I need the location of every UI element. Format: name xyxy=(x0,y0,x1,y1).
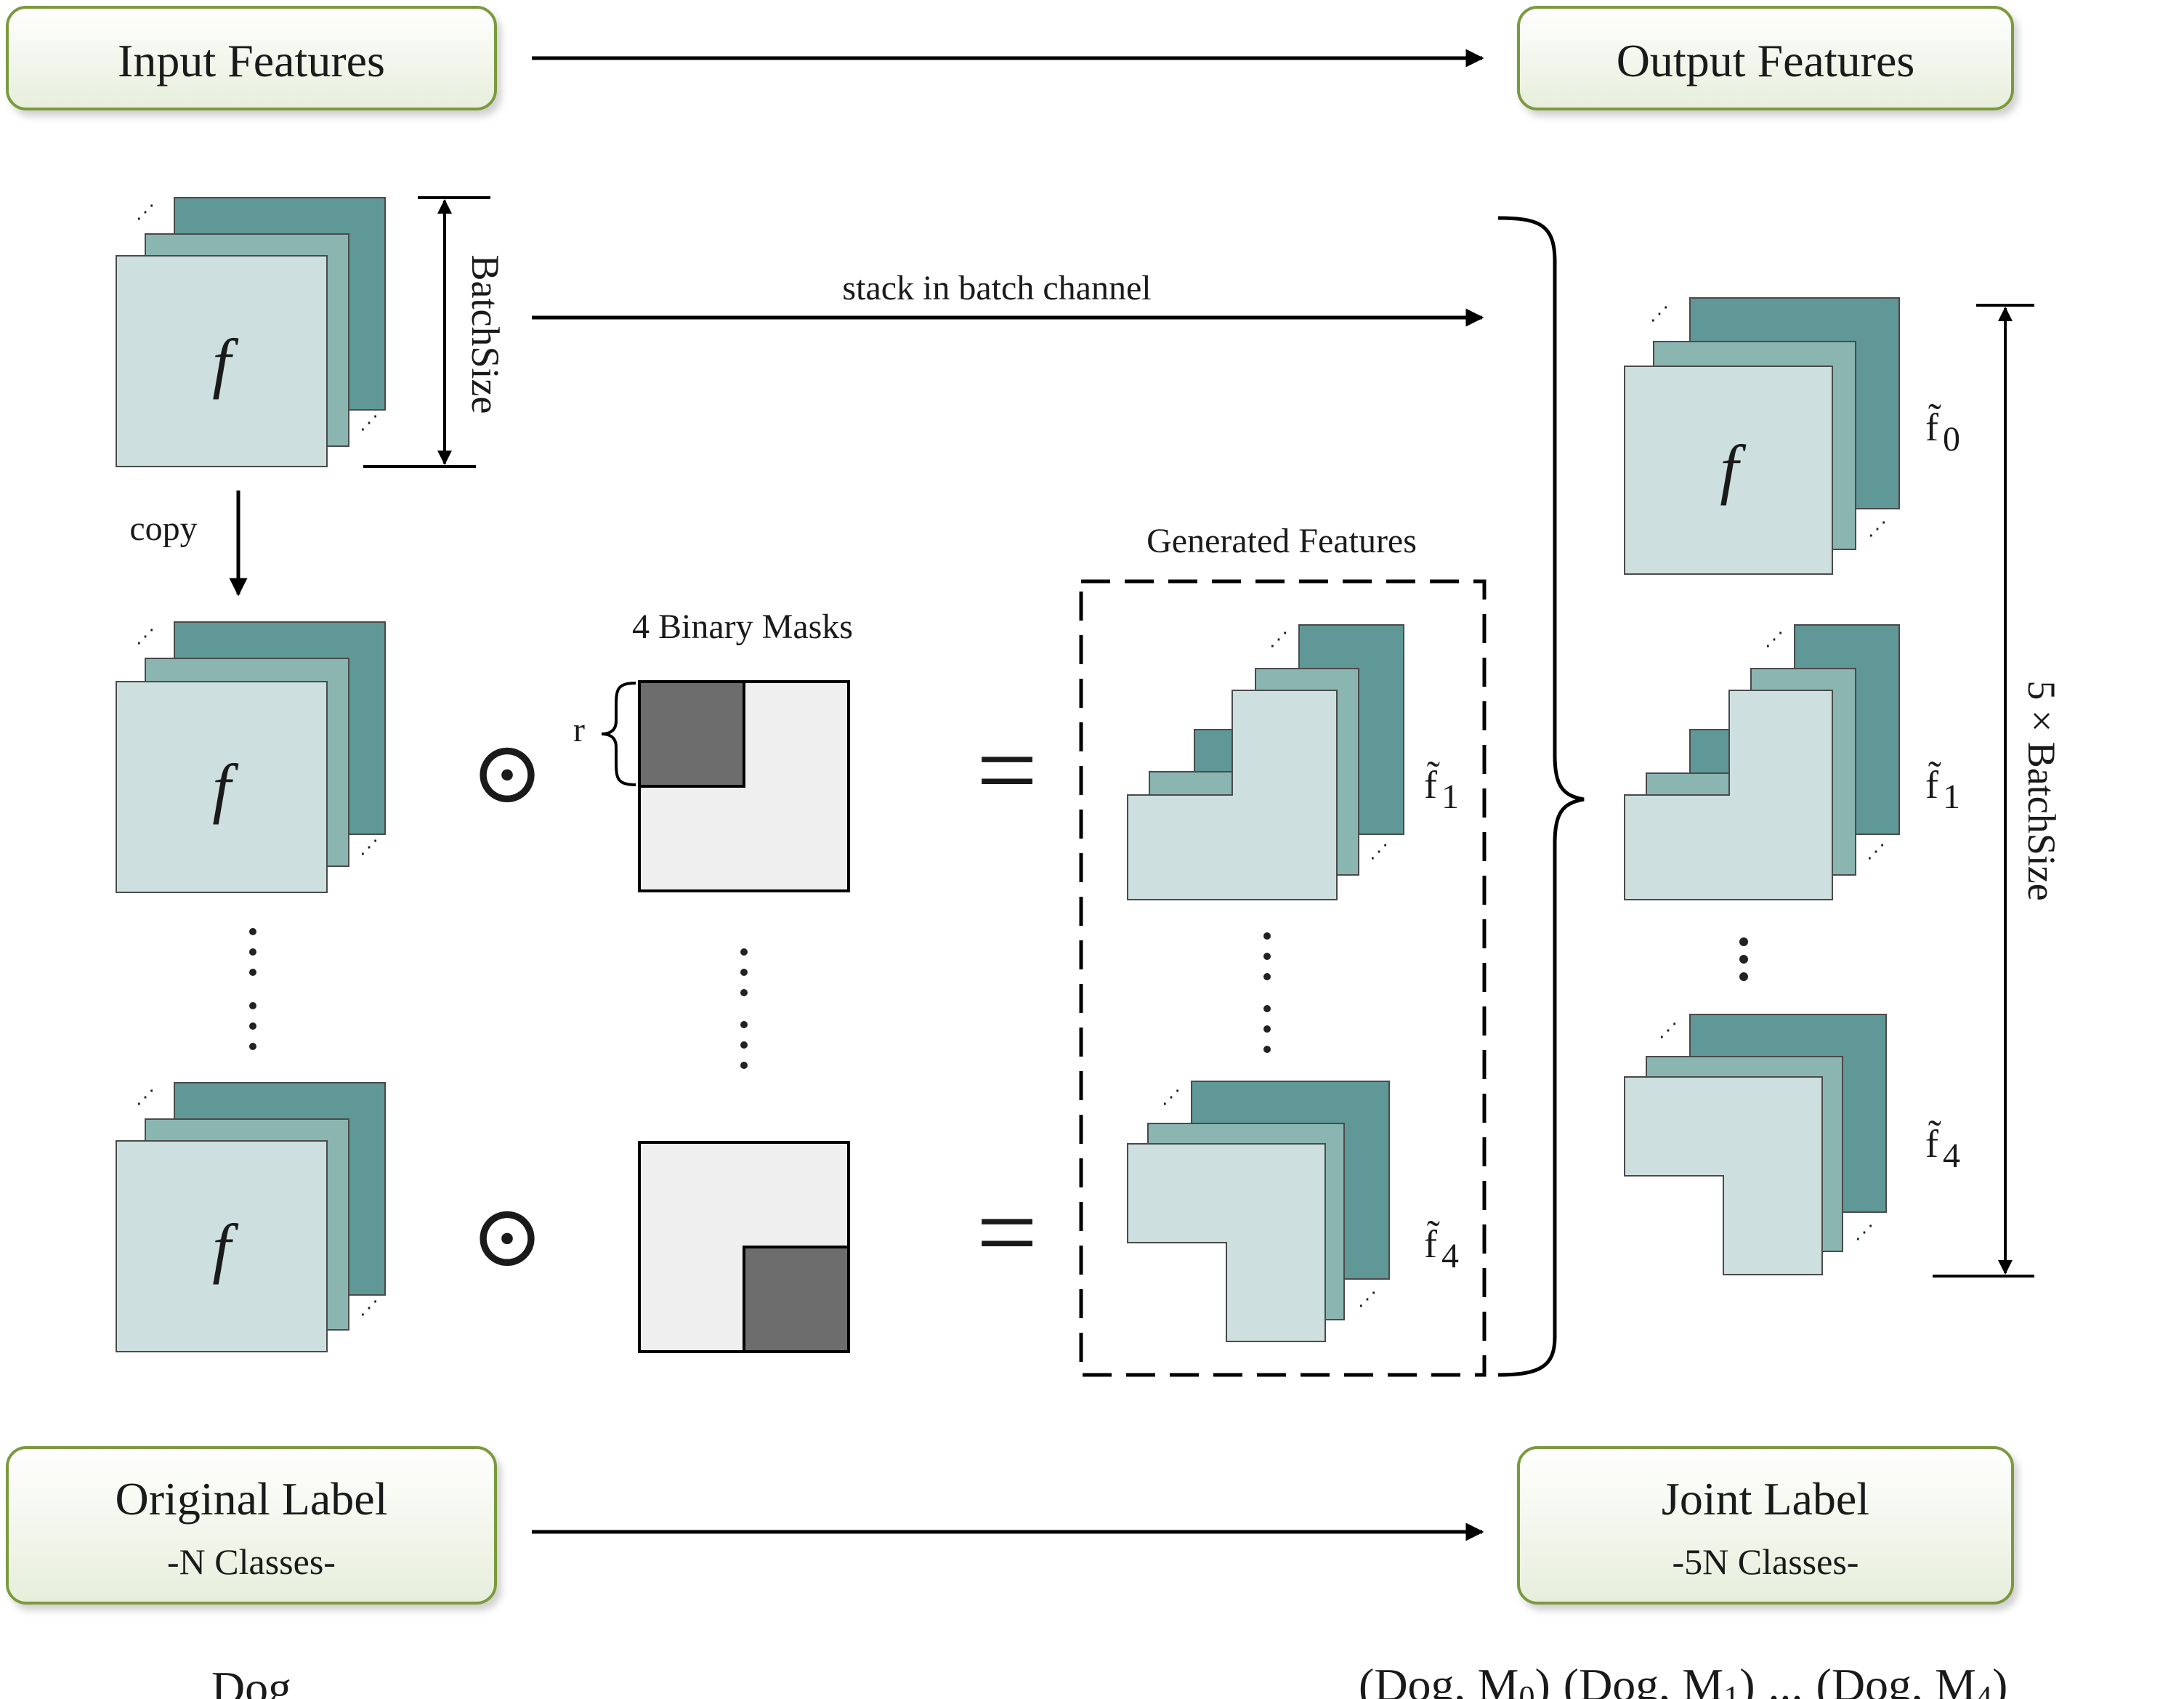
input-features-box: Input Features xyxy=(6,6,497,110)
dog-label: Dog xyxy=(211,1662,291,1699)
mask-vertical-ellipsis xyxy=(740,948,748,1069)
batch-size-dimension: BatchSize xyxy=(363,196,507,468)
copied-feature-stack-1: ⋰ ⋰ f xyxy=(116,621,386,893)
svg-text:⋰: ⋰ xyxy=(1370,841,1388,862)
svg-text:⋰: ⋰ xyxy=(360,836,379,857)
binary-mask-4 xyxy=(638,1141,850,1353)
f4-tilde-label: f̃ 4 xyxy=(1424,1221,1459,1275)
generated-feature-f4-stack: ⋰ ⋰ xyxy=(1127,1081,1390,1342)
joint-label-title: Joint Label xyxy=(1662,1473,1869,1525)
svg-text:1: 1 xyxy=(1441,778,1459,816)
left-vertical-ellipsis xyxy=(249,928,256,1050)
svg-text:⋰: ⋰ xyxy=(136,201,155,222)
generated-features-dashed-box xyxy=(1079,579,1487,1377)
svg-text:⋰: ⋰ xyxy=(1162,1086,1181,1107)
svg-text:⋰: ⋰ xyxy=(1269,629,1288,650)
svg-text:⋰: ⋰ xyxy=(1866,841,1885,862)
binary-masks-label: 4 Binary Masks xyxy=(632,608,853,646)
generated-feature-f1-stack: ⋰ ⋰ xyxy=(1127,624,1404,900)
svg-text:⋰: ⋰ xyxy=(1659,1020,1678,1041)
svg-text:⋰: ⋰ xyxy=(1358,1288,1377,1309)
svg-text:f̃: f̃ xyxy=(1424,762,1440,807)
output-vertical-ellipsis xyxy=(1739,937,1748,981)
five-batch-size-label: 5 × BatchSize xyxy=(2020,680,2063,900)
svg-text:⋰: ⋰ xyxy=(360,412,379,433)
svg-text:⋰: ⋰ xyxy=(1868,518,1887,539)
merge-brace xyxy=(1497,216,1585,1377)
svg-text:0: 0 xyxy=(1943,420,1960,459)
joint-classes-list: (Dog, M0)(Dog, M1)...(Dog, M4) xyxy=(1359,1659,2007,1699)
elementwise-product-symbol-1: ⊙ xyxy=(471,725,544,821)
original-label-box: Original Label -N Classes- xyxy=(6,1446,497,1605)
batch-size-label: BatchSize xyxy=(464,255,507,414)
r-brace xyxy=(601,682,636,786)
stack-label: stack in batch channel xyxy=(842,269,1151,307)
svg-text:⋰: ⋰ xyxy=(136,626,155,647)
output-f1-tilde-label: f̃ 1 xyxy=(1925,762,1960,816)
copied-feature-stack-2: ⋰ ⋰ f xyxy=(116,1082,386,1352)
svg-text:⋰: ⋰ xyxy=(1765,629,1784,650)
f1-tilde-label: f̃ 1 xyxy=(1424,762,1459,816)
svg-text:f̃: f̃ xyxy=(1925,762,1941,807)
svg-text:f̃: f̃ xyxy=(1424,1221,1440,1266)
generated-features-label: Generated Features xyxy=(1146,522,1417,560)
equals-symbol-2: = xyxy=(976,1172,1038,1293)
generated-vertical-ellipsis xyxy=(1263,932,1271,1053)
joint-label-subtitle: -5N Classes- xyxy=(1673,1541,1859,1582)
output-features-title: Output Features xyxy=(1617,35,1915,86)
copy-label: copy xyxy=(129,509,197,548)
r-label: r xyxy=(573,711,585,749)
five-batch-size-dimension: 5 × BatchSize xyxy=(1933,304,2063,1278)
output-f4-tilde-label: f̃ 4 xyxy=(1925,1121,1960,1175)
output-features-box: Output Features xyxy=(1517,6,2014,110)
svg-text:f̃: f̃ xyxy=(1925,404,1941,449)
svg-text:4: 4 xyxy=(1943,1137,1960,1175)
equals-symbol-1: = xyxy=(976,710,1038,831)
svg-text:⋰: ⋰ xyxy=(1855,1222,1874,1243)
output-feature-f1-stack: ⋰ ⋰ xyxy=(1624,624,1900,900)
original-label-title: Original Label xyxy=(116,1473,388,1525)
svg-text:f̃: f̃ xyxy=(1925,1121,1941,1166)
output-feature-f0-stack: ⋰ ⋰ f xyxy=(1624,297,1900,575)
svg-text:4: 4 xyxy=(1441,1237,1459,1275)
original-label-subtitle: -N Classes- xyxy=(167,1541,336,1582)
binary-mask-1 xyxy=(638,680,850,892)
svg-text:⋰: ⋰ xyxy=(1650,303,1669,324)
joint-label-box: Joint Label -5N Classes- xyxy=(1517,1446,2014,1605)
f0-tilde-label: f̃ 0 xyxy=(1925,404,1960,459)
output-feature-f4-stack: ⋰ ⋰ xyxy=(1624,1014,1887,1275)
svg-text:⋰: ⋰ xyxy=(360,1297,379,1318)
svg-text:⋰: ⋰ xyxy=(136,1086,155,1107)
elementwise-product-symbol-2: ⊙ xyxy=(471,1188,544,1285)
input-features-title: Input Features xyxy=(118,35,385,86)
input-feature-stack: ⋰ ⋰ f xyxy=(116,197,386,467)
svg-text:1: 1 xyxy=(1943,778,1960,816)
